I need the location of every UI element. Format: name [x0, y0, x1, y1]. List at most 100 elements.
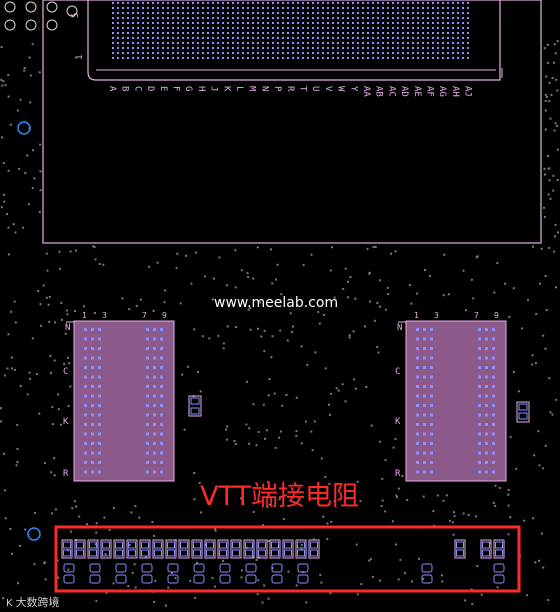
chip-pad [430, 423, 433, 426]
bga-pad [232, 32, 234, 34]
stitch-via [390, 252, 392, 255]
bga-column-letter: G [183, 86, 193, 91]
stitch-via [442, 499, 445, 502]
bga-pad [462, 37, 464, 39]
stitch-via [354, 387, 357, 390]
stitch-via [56, 559, 59, 562]
chip-pad [146, 442, 149, 445]
stitch-via [397, 487, 400, 490]
bga-pad [287, 22, 289, 24]
stitch-via [29, 377, 31, 380]
bga-pad [262, 47, 264, 49]
bga-pad [272, 27, 274, 29]
bga-pad [197, 47, 199, 49]
bga-pad [282, 42, 284, 44]
bga-pad [467, 32, 469, 34]
chip-pad [91, 328, 94, 331]
bga-pad [442, 2, 444, 4]
chip-pad [146, 432, 149, 436]
bga-pad [207, 17, 209, 19]
bga-pad [122, 17, 124, 19]
bga-pad [247, 42, 249, 44]
bga-pad [312, 32, 314, 34]
stitch-via [311, 449, 314, 452]
stitch-via [75, 505, 78, 508]
bga-pad [292, 7, 294, 9]
bga-pad [437, 27, 439, 29]
stitch-via [16, 448, 19, 450]
bga-pad [447, 12, 449, 14]
stitch-via [16, 109, 19, 112]
vtt-resistor [295, 539, 307, 559]
bga-pad [317, 37, 319, 39]
stitch-via [44, 578, 47, 581]
chip-pad [416, 423, 419, 426]
bga-pad [172, 2, 174, 4]
stitch-via [498, 486, 501, 489]
bga-pad [282, 37, 284, 39]
bga-pad [217, 2, 219, 4]
stitch-via [507, 504, 510, 507]
vtt-cap [271, 563, 283, 573]
bga-pad [282, 32, 284, 34]
bga-pad [222, 57, 224, 59]
chip-pad [485, 451, 488, 455]
bga-pad [322, 17, 324, 19]
bga-pad [177, 57, 179, 59]
stitch-via [201, 335, 204, 338]
stitch-via [378, 279, 381, 282]
chip-pad [160, 432, 163, 436]
stitch-via [295, 584, 298, 587]
bga-pad [112, 27, 114, 29]
bga-pad [432, 37, 434, 39]
stitch-via [470, 588, 473, 591]
stitch-via [306, 363, 309, 366]
stitch-via [50, 371, 52, 374]
bga-pad [437, 7, 439, 9]
stitch-via [538, 464, 541, 467]
bga-pad [112, 7, 114, 9]
bga-pad [302, 22, 304, 24]
bga-pad [437, 2, 439, 4]
stitch-via [507, 533, 510, 536]
bga-pad [217, 22, 219, 24]
bga-pad [187, 7, 189, 9]
stitch-via [4, 84, 7, 87]
bga-pad [342, 27, 344, 29]
bga-column-letter: M [247, 86, 257, 92]
chip-pad [91, 347, 94, 350]
stitch-via [467, 514, 470, 516]
chip-pad [84, 394, 87, 398]
bga-pad [122, 52, 124, 54]
stitch-via [475, 256, 478, 259]
bga-pad [282, 52, 284, 54]
bga-pad [317, 57, 319, 59]
vtt-cap [219, 563, 231, 573]
bga-pad [357, 52, 359, 54]
bga-pad [407, 52, 409, 54]
chip-pad [153, 404, 156, 407]
bga-pad [457, 47, 459, 49]
chip-pad [91, 461, 94, 464]
resistor-pad [141, 549, 149, 557]
bga-pad [442, 27, 444, 29]
bga-pad [457, 32, 459, 34]
bga-pad [277, 42, 279, 44]
bga-pad [297, 47, 299, 49]
chip-pad [91, 394, 94, 398]
stitch-via [523, 519, 526, 522]
stitch-via [19, 98, 22, 101]
bga-pad [352, 27, 354, 29]
bga-pad [302, 47, 304, 49]
bga-pad [212, 37, 214, 39]
bga-pad [432, 12, 434, 14]
stitch-via [555, 286, 558, 289]
stitch-via [401, 475, 404, 478]
bga-pad [137, 7, 139, 9]
chip-pad [423, 423, 426, 426]
stitch-via [348, 336, 351, 339]
stitch-via [295, 396, 298, 399]
stitch-via [555, 78, 558, 81]
bga-pad [362, 22, 364, 24]
bga-pad [317, 47, 319, 49]
